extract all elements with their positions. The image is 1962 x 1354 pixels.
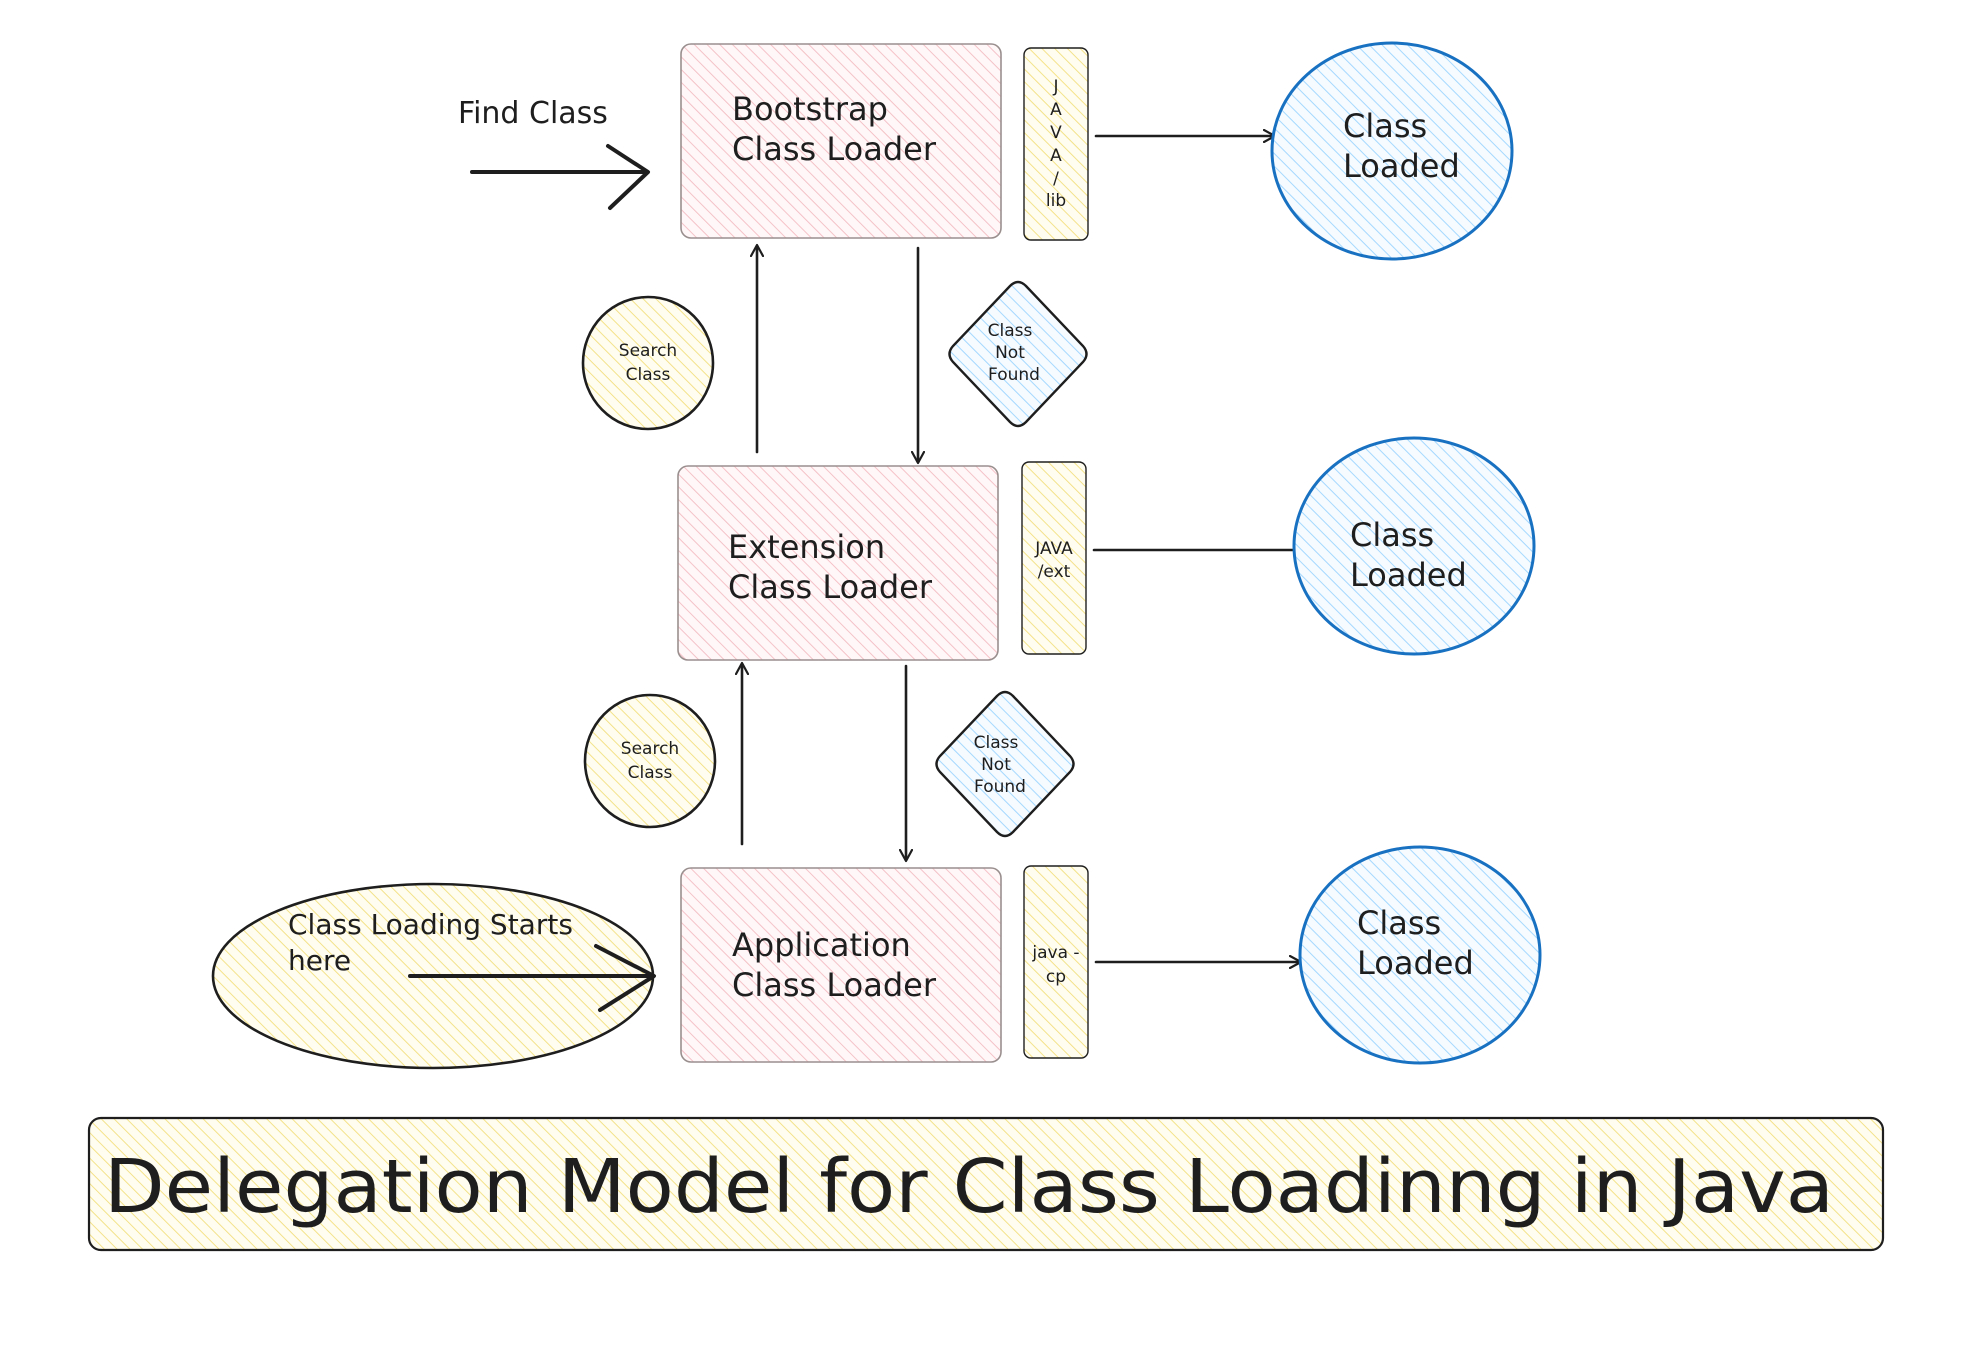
bootstrap-loader: Bootstrap Class Loader: [680, 43, 1002, 239]
bootstrap-path: J A V A / lib: [1023, 47, 1089, 241]
find-class-label: Find Class: [458, 96, 608, 131]
class-not-found-node-2: Class Not Found: [935, 690, 1075, 838]
extension-loader: Extension Class Loader: [677, 465, 999, 661]
class-not-found-node-1-line2: Not: [995, 343, 1025, 363]
class-not-found-node-1: Class Not Found: [948, 280, 1088, 428]
search-class-node-1: Search Class: [581, 295, 715, 431]
bootstrap-path-line: A: [1050, 146, 1062, 166]
extension-path-line: JAVA: [1034, 539, 1073, 559]
application-result-circle: Class Loaded: [1298, 845, 1542, 1065]
extension-loader-line1: Extension: [728, 528, 885, 566]
bootstrap-path-line: V: [1050, 123, 1062, 143]
class-not-found-node-2-line1: Class: [974, 733, 1019, 753]
application-loader-line1: Application: [732, 926, 911, 964]
bootstrap-loader-line2: Class Loader: [732, 130, 937, 168]
bootstrap-result-line2: Loaded: [1343, 147, 1460, 185]
bootstrap-path-line: A: [1050, 100, 1062, 120]
start-arrow: [408, 944, 656, 1012]
diagram-title: Delegation Model for Class Loadinng in J…: [104, 1144, 1834, 1230]
search-class-node-1-line2: Class: [626, 365, 671, 385]
class-not-found-node-1-line3: Found: [988, 365, 1040, 385]
application-path-line: cp: [1046, 967, 1066, 987]
search-class-node-2: Search Class: [583, 693, 717, 829]
application-result-line1: Class: [1357, 904, 1441, 942]
extension-result-line2: Loaded: [1350, 556, 1467, 594]
start-note-line1: Class Loading Starts: [288, 908, 573, 941]
extension-path: JAVA /ext: [1021, 461, 1087, 655]
search-class-node-2-line2: Class: [628, 763, 673, 783]
extension-loader-line2: Class Loader: [728, 568, 933, 606]
find-class-arrow: [470, 144, 650, 210]
class-not-found-node-2-line2: Not: [981, 755, 1011, 775]
application-path: java - cp: [1023, 865, 1089, 1059]
application-path-line: java -: [1031, 943, 1079, 963]
bootstrap-path-line: J: [1052, 77, 1058, 97]
search-class-node-2-line1: Search: [621, 739, 679, 759]
application-loader-line2: Class Loader: [732, 966, 937, 1004]
class-not-found-node-1-line1: Class: [988, 321, 1033, 341]
bootstrap-loader-line1: Bootstrap: [732, 90, 888, 128]
class-not-found-node-2-line3: Found: [974, 777, 1026, 797]
bootstrap-result-line1: Class: [1343, 107, 1427, 145]
extension-result-line1: Class: [1350, 516, 1434, 554]
start-note-line2: here: [288, 944, 351, 977]
application-loader: Application Class Loader: [680, 867, 1002, 1063]
title-banner: Delegation Model for Class Loadinng in J…: [87, 1116, 1885, 1252]
application-result-line2: Loaded: [1357, 944, 1474, 982]
extension-result-circle: Class Loaded: [1292, 436, 1536, 656]
search-class-node-1-line1: Search: [619, 341, 677, 361]
bootstrap-result-circle: Class Loaded: [1270, 41, 1514, 261]
bootstrap-path-line: lib: [1046, 191, 1066, 211]
bootstrap-path-line: /: [1053, 169, 1059, 189]
extension-path-line: /ext: [1038, 562, 1071, 582]
